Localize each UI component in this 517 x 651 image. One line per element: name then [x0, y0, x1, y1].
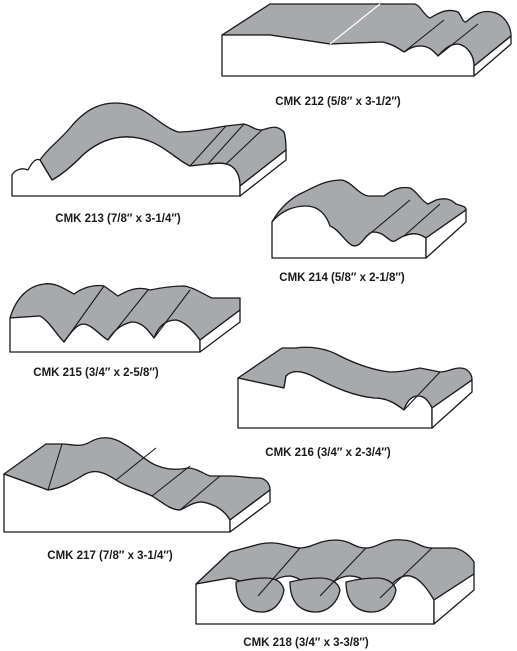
cmk-212-end-face	[473, 35, 512, 77]
cmk-213-label: CMK 213 (7/8″ x 3-1/4″)	[55, 213, 181, 225]
cmk-217-label: CMK 217 (7/8″ x 3-1/4″)	[47, 550, 173, 562]
cmk-212-label: CMK 212 (5/8″ x 3-1/2″)	[275, 96, 401, 108]
cmk-218-flute-3	[345, 577, 397, 613]
cmk-213-end-face	[239, 149, 287, 197]
cmk-214-end-face	[425, 209, 467, 259]
cmk-218-flute-2	[289, 577, 341, 613]
cmk-216-front-profile	[237, 370, 433, 429]
cmk-216-end-face	[431, 379, 473, 429]
cmk-215-label: CMK 215 (3/4″ x 2-5/8″)	[33, 367, 159, 379]
cmk-218-flute-1	[235, 577, 285, 613]
cmk-218-end-face	[433, 573, 475, 625]
cmk-218-label: CMK 218 (3/4″ x 3-3/8″)	[243, 637, 369, 649]
molding-cmk-213: CMK 213 (7/8″ x 3-1/4″)	[11, 102, 287, 225]
molding-cmk-217: CMK 217 (7/8″ x 3-1/4″)	[3, 437, 271, 562]
molding-cmk-216: CMK 216 (3/4″ x 2-3/4″)	[237, 346, 473, 459]
molding-cmk-214: CMK 214 (5/8″ x 2-1/8″)	[271, 179, 467, 284]
cmk-215-end-face	[199, 309, 241, 353]
cmk-216-label: CMK 216 (3/4″ x 2-3/4″)	[265, 447, 391, 459]
molding-cmk-215: CMK 215 (3/4″ x 2-5/8″)	[9, 283, 241, 379]
cmk-217-end-face	[229, 489, 271, 533]
cmk-212-front-profile	[221, 34, 475, 77]
cmk-214-label: CMK 214 (5/8″ x 2-1/8″)	[279, 272, 405, 284]
molding-cmk-218: CMK 218 (3/4″ x 3-3/8″)	[195, 539, 475, 649]
molding-cmk-212: CMK 212 (5/8″ x 3-1/2″)	[221, 3, 512, 108]
